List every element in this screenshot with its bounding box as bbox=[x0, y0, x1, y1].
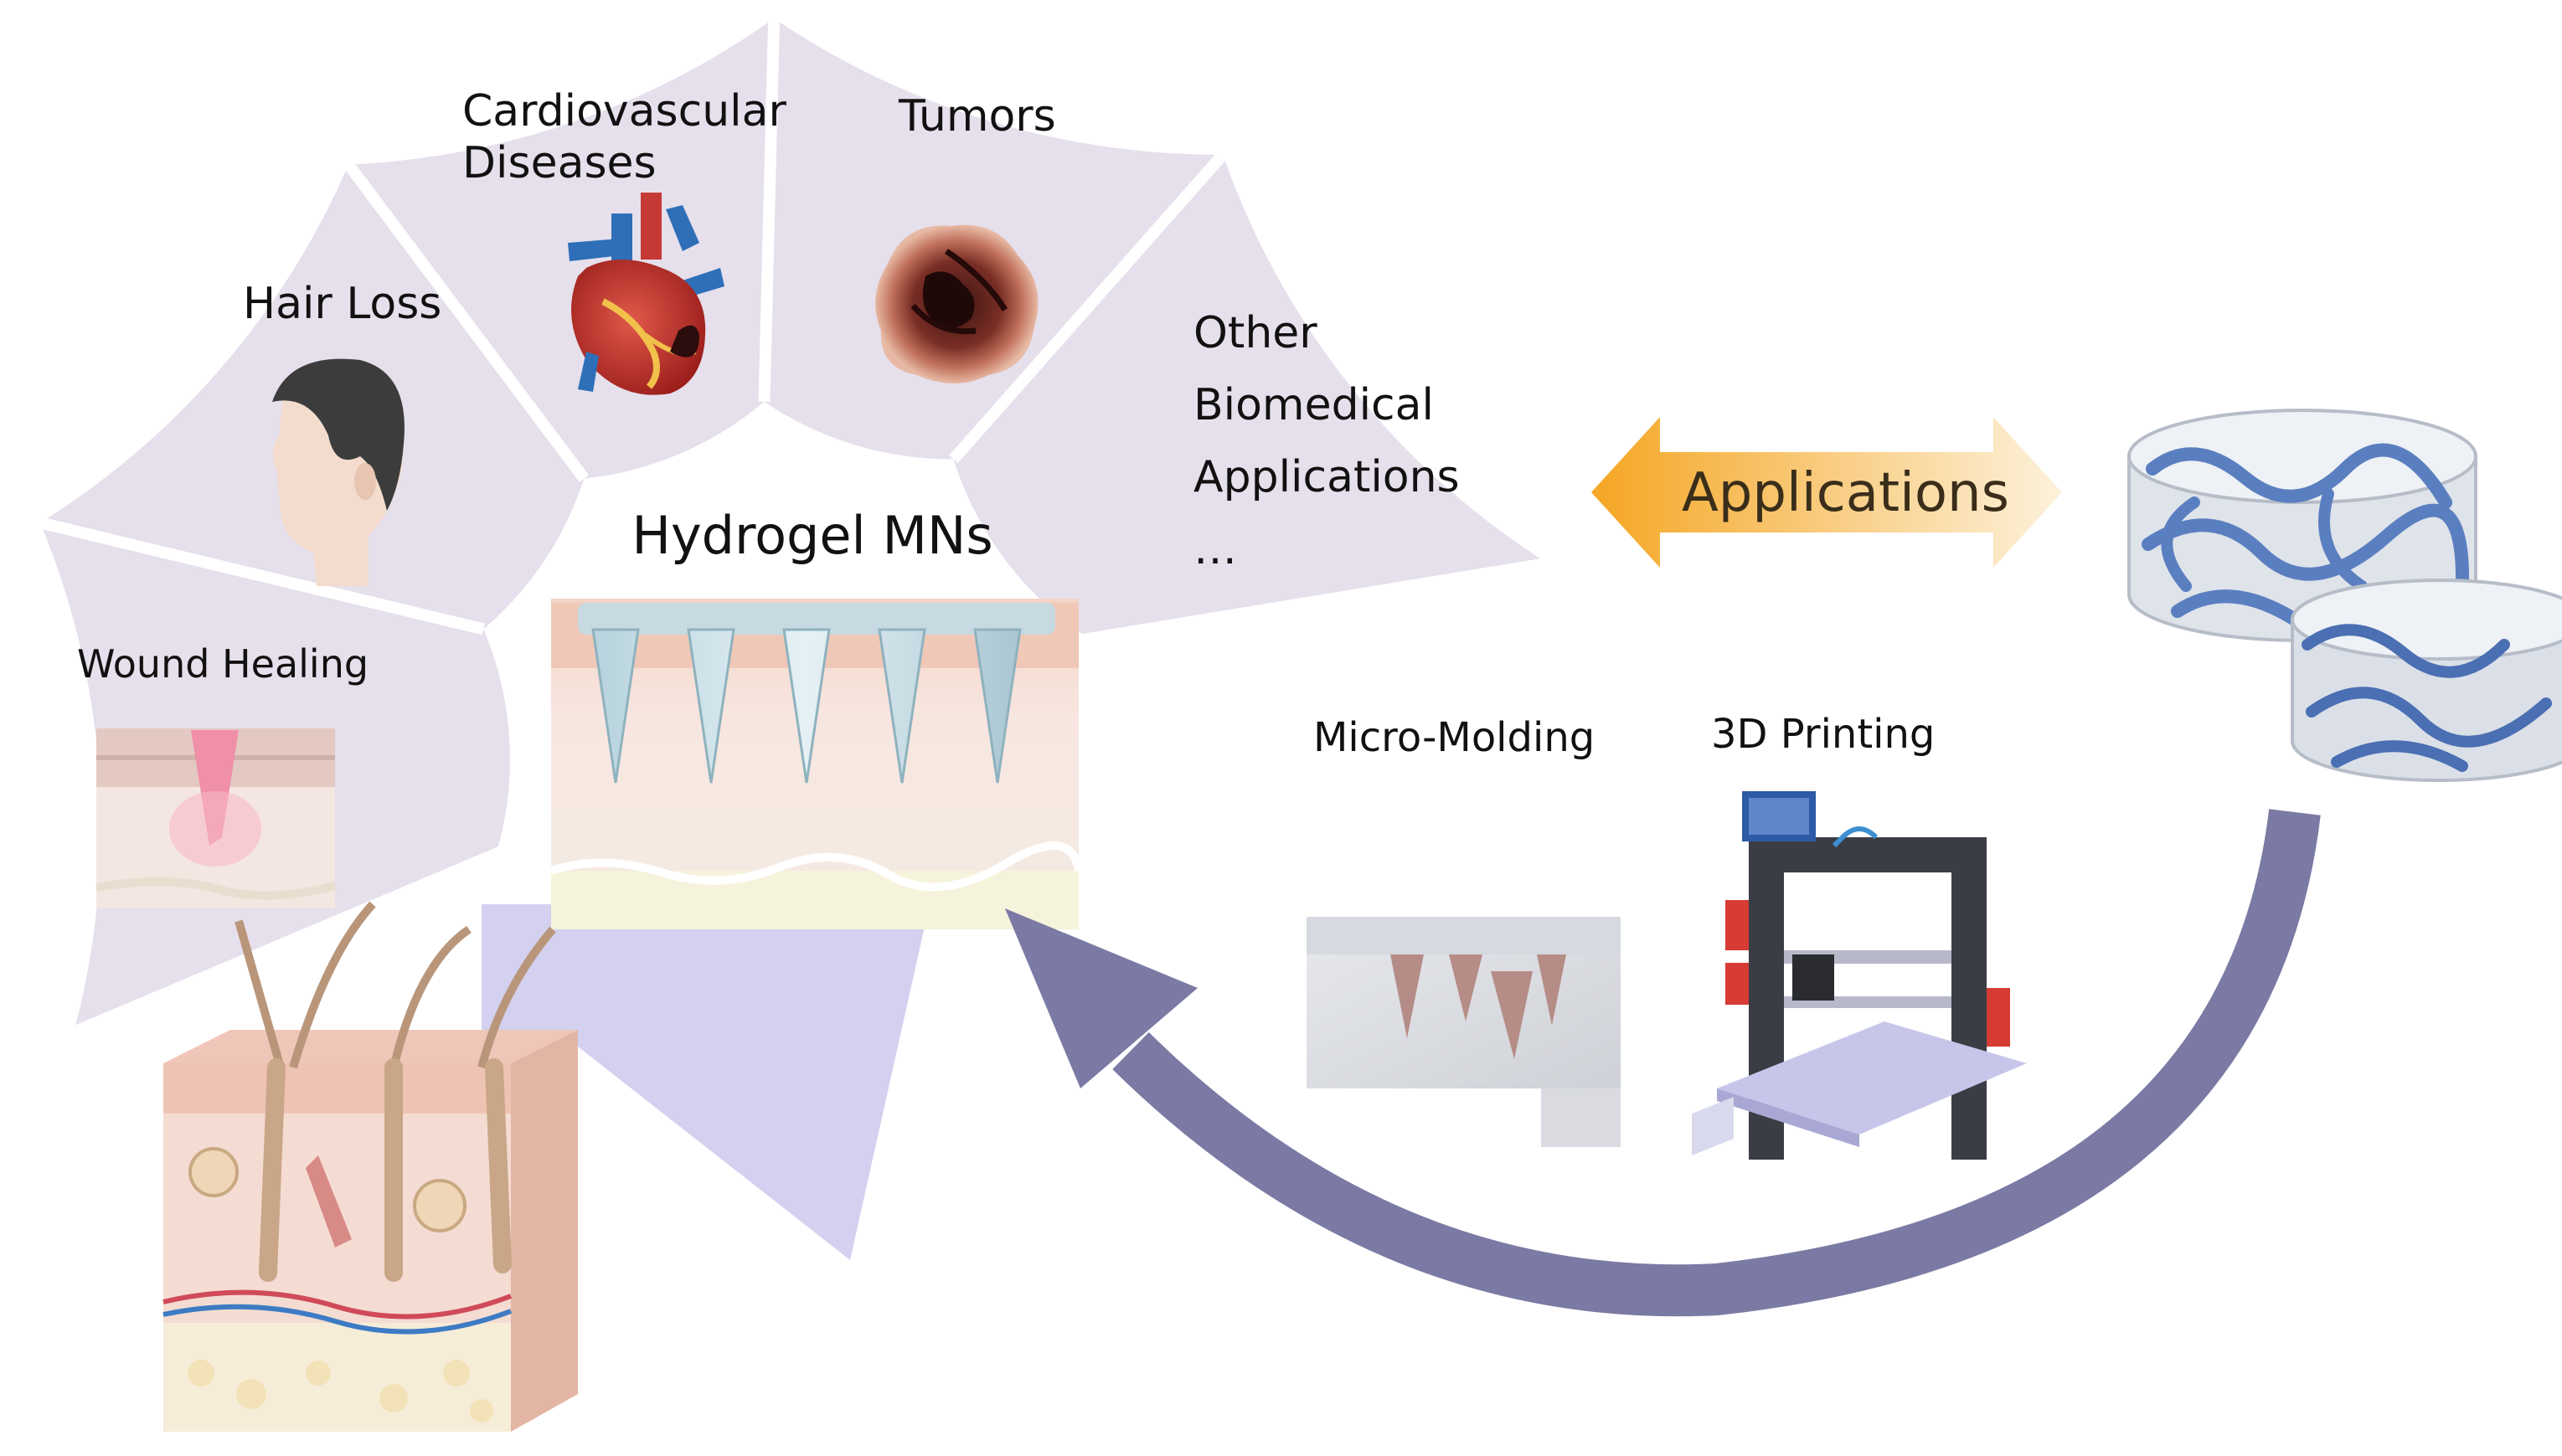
head-icon bbox=[272, 358, 405, 586]
label-other: Other Biomedical Applications … bbox=[1193, 297, 1460, 585]
label-other-line2: Biomedical bbox=[1193, 380, 1434, 430]
label-cardiovascular-line2: Diseases bbox=[462, 137, 657, 188]
label-applications: Applications bbox=[1682, 462, 2009, 524]
label-micro-molding: Micro-Molding bbox=[1313, 714, 1595, 761]
segment-other bbox=[953, 154, 1541, 634]
printer-icon bbox=[1692, 791, 2027, 1160]
label-other-line4: … bbox=[1193, 524, 1237, 574]
label-cardiovascular: Cardiovascular Diseases bbox=[462, 84, 786, 192]
cycle-arrow bbox=[1005, 809, 2321, 1317]
heart-icon bbox=[568, 193, 724, 395]
label-3d-printing: 3D Printing bbox=[1711, 711, 1936, 758]
label-wound-healing: Wound Healing bbox=[77, 641, 369, 687]
zoom-wedge bbox=[482, 867, 938, 1260]
label-other-line1: Other bbox=[1193, 308, 1317, 358]
hydrogel-network-icon bbox=[2127, 409, 2562, 782]
wound-icon bbox=[95, 728, 337, 908]
center-title: Hydrogel MNs bbox=[631, 505, 993, 566]
tumor-icon bbox=[875, 224, 1039, 383]
microneedle-patch-illustration bbox=[549, 599, 1083, 929]
label-hair-loss: Hair Loss bbox=[243, 279, 442, 329]
label-tumors: Tumors bbox=[899, 91, 1056, 141]
mold-icon bbox=[1307, 917, 1621, 1147]
label-cardiovascular-line1: Cardiovascular bbox=[462, 86, 786, 136]
skin-block-icon bbox=[162, 901, 578, 1432]
label-other-line3: Applications bbox=[1193, 452, 1460, 502]
segment-dividers bbox=[39, 18, 1228, 635]
applications-arrow bbox=[1591, 417, 2062, 568]
